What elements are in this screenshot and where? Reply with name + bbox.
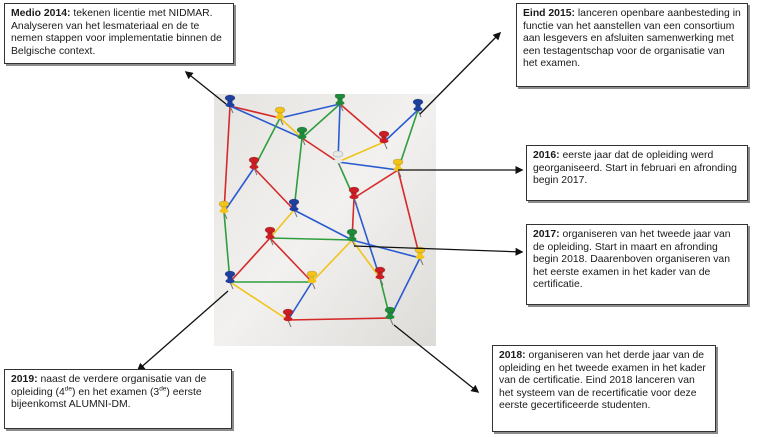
pins xyxy=(218,94,426,328)
event-text-2014: tekenen licentie met NIDMAR. Analyseren … xyxy=(11,8,222,57)
event-box-2015: Eind 2015: lanceren openbare aanbestedin… xyxy=(516,3,748,87)
string-31 xyxy=(269,237,313,283)
event-date-2014: Medio 2014: xyxy=(11,8,71,19)
string-14 xyxy=(293,209,353,241)
event-box-2014: Medio 2014: tekenen licentie met NIDMAR.… xyxy=(4,3,234,64)
string-35 xyxy=(397,169,421,259)
string-3 xyxy=(301,103,341,139)
pushpin-icon xyxy=(384,306,396,326)
event-box-2017: 2017: organiseren van het tweede jaar va… xyxy=(526,224,748,305)
string-34 xyxy=(279,103,341,119)
pushpin-icon xyxy=(378,130,390,150)
string-12 xyxy=(353,169,399,199)
network-pins-photo xyxy=(214,94,436,346)
event-box-2018: 2018: organiseren van het derde jaar van… xyxy=(492,345,716,432)
string-21 xyxy=(311,239,353,283)
string-26 xyxy=(223,167,255,213)
event-text-2017: organiseren van het tweede jaar van de o… xyxy=(533,229,731,291)
pushpin-icon xyxy=(224,270,236,290)
string-18 xyxy=(351,239,421,259)
pushpin-icon xyxy=(332,150,344,170)
string-10 xyxy=(253,167,295,211)
string-0 xyxy=(229,105,281,119)
string-25 xyxy=(389,257,421,319)
arrow-2019 xyxy=(136,290,229,371)
strings xyxy=(223,103,421,321)
event-sup-2019-a: de xyxy=(64,385,72,393)
pushpin-icon xyxy=(412,98,424,118)
event-date-2016: 2016: xyxy=(533,150,560,161)
arrow-2014 xyxy=(184,71,227,105)
pushpin-icon xyxy=(392,158,404,178)
string-7 xyxy=(301,137,339,163)
pushpin-icon xyxy=(296,126,308,146)
string-24 xyxy=(287,317,391,321)
pushpin-icon xyxy=(348,186,360,206)
pushpin-icon xyxy=(218,200,230,220)
string-16 xyxy=(269,237,353,241)
string-20 xyxy=(229,237,271,283)
string-33 xyxy=(353,197,381,279)
string-36 xyxy=(293,137,303,211)
string-5 xyxy=(383,109,419,143)
event-text-2015: lanceren openbare aanbesteding in functi… xyxy=(523,8,741,70)
event-date-2018: 2018: xyxy=(499,350,526,361)
pushpin-icon xyxy=(248,156,260,176)
event-date-2019: 2019: xyxy=(11,374,38,385)
pushpin-icon xyxy=(224,94,236,114)
event-text-2018: organiseren van het derde jaar van de op… xyxy=(499,350,706,412)
string-6 xyxy=(337,141,385,163)
arrow-2015 xyxy=(419,31,502,115)
pushpin-icon xyxy=(288,198,300,218)
pushpin-icon xyxy=(374,266,386,286)
event-text-2019-a: naast de verdere organisatie van de ople… xyxy=(11,374,207,398)
event-date-2015: Eind 2015: xyxy=(523,8,575,19)
string-27 xyxy=(223,211,231,283)
arrow-2018 xyxy=(393,324,480,393)
event-box-2016: 2016: eerste jaar dat de opleiding werd … xyxy=(526,145,748,201)
string-8 xyxy=(337,161,399,171)
string-28 xyxy=(223,105,231,213)
pushpin-icon xyxy=(264,226,276,246)
string-15 xyxy=(269,209,295,239)
event-text-2016: eerste jaar dat de opleiding werd georga… xyxy=(533,150,737,187)
string-32 xyxy=(229,281,289,321)
pushpin-icon xyxy=(334,94,346,112)
string-1 xyxy=(229,105,303,139)
event-date-2017: 2017: xyxy=(533,229,560,240)
photo-background xyxy=(214,94,436,346)
string-4 xyxy=(339,103,385,143)
pushpin-icon xyxy=(282,308,294,328)
event-box-2019: 2019: naast de verdere organisatie van d… xyxy=(4,369,232,429)
arrow-2017 xyxy=(353,245,524,256)
event-text-2019-b: ) en het examen (3 xyxy=(71,386,160,398)
string-2 xyxy=(279,117,303,139)
event-sup-2019-b: de xyxy=(159,385,167,393)
event-text-2019-c: ) eerste bijeenkomst ALUMNI-DM. xyxy=(11,386,202,411)
pushpin-icon xyxy=(274,106,286,126)
pushpin-icon xyxy=(306,270,318,290)
